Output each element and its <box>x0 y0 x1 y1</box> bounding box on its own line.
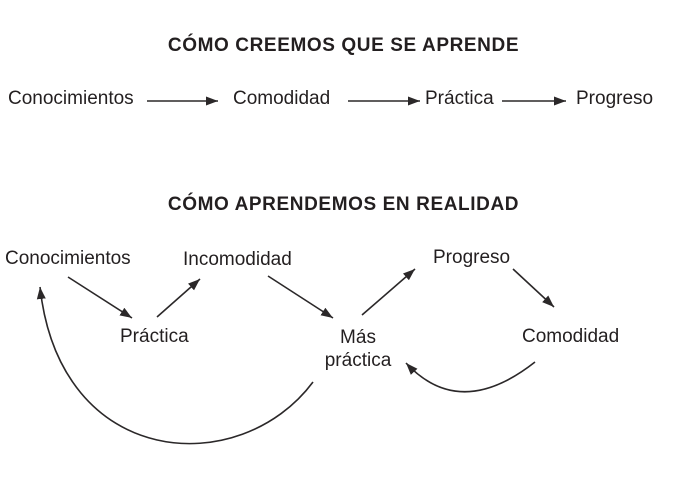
arrow-reality-comodidad-mas-practica-icon <box>405 361 536 393</box>
arrow-reality-progreso-comodidad-icon <box>512 268 555 308</box>
arrow-reality-mas-practica-progreso-icon <box>361 268 416 316</box>
arrow-reality-conocimientos-practica-icon <box>67 276 133 319</box>
reality-node-incomodidad: Incomodidad <box>183 249 292 270</box>
reality-node-conocimientos: Conocimientos <box>5 248 131 269</box>
belief-step-progreso: Progreso <box>576 88 654 109</box>
belief-step-conocimientos: Conocimientos <box>8 88 134 109</box>
reality-node-mas-practica: Más práctica <box>324 327 392 371</box>
arrow-reality-mas-practica-conocimientos-icon <box>36 286 314 445</box>
belief-section-title: CÓMO CREEMOS QUE SE APRENDE <box>167 35 520 56</box>
arrow-reality-incomodidad-mas-practica-icon <box>267 275 334 319</box>
arrow-reality-practica-incomodidad-icon <box>156 278 201 318</box>
reality-section-title: CÓMO APRENDEMOS EN REALIDAD <box>167 194 520 215</box>
belief-step-comodidad: Comodidad <box>233 88 331 109</box>
reality-node-comodidad: Comodidad <box>522 326 620 347</box>
reality-node-progreso: Progreso <box>433 247 511 268</box>
belief-step-practica: Práctica <box>425 88 494 109</box>
reality-node-practica: Práctica <box>120 326 189 347</box>
